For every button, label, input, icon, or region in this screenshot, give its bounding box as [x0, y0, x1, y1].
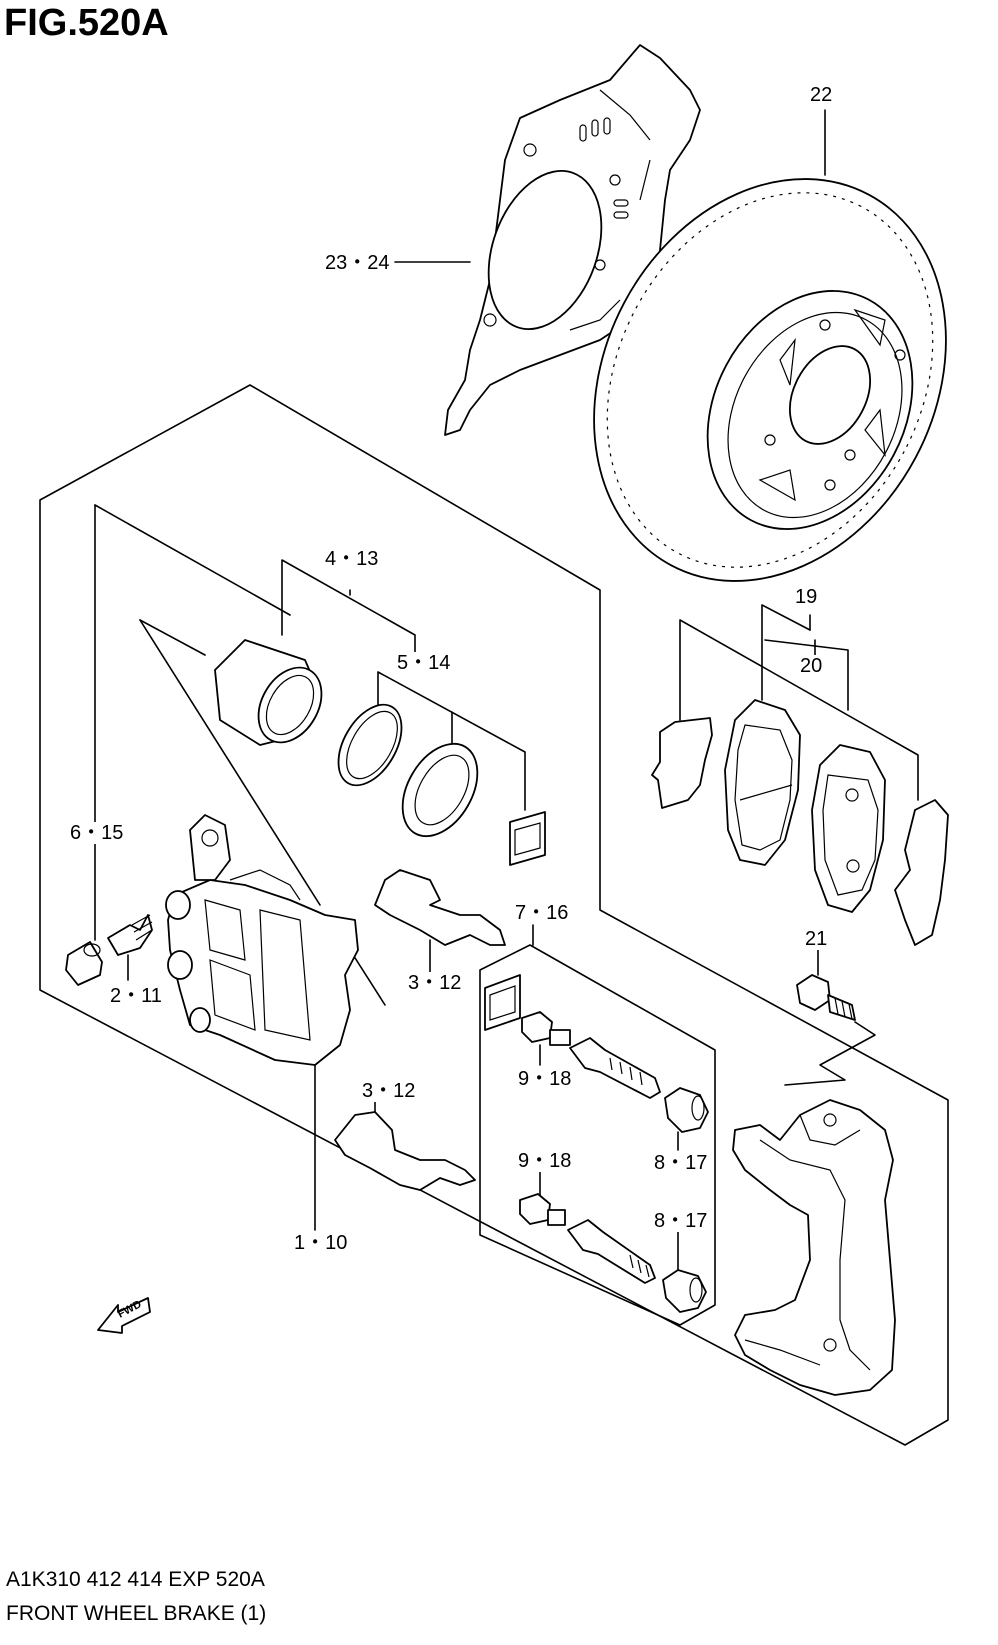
caliper-piston — [214, 639, 323, 746]
brake-pad-inner — [811, 744, 886, 913]
callout-23-24: 23・24 — [325, 252, 390, 274]
callout-6-15: 6・15 — [70, 822, 124, 844]
caliper-pin-bolt-lower — [519, 1193, 566, 1226]
callout-7-16: 7・16 — [515, 902, 569, 924]
guide-pin-kit-box — [479, 944, 716, 1326]
bracket-4-13 — [281, 559, 416, 661]
pin-boot-lower — [662, 1269, 707, 1313]
assembly-group-outline — [39, 384, 949, 1446]
callout-20: 20 — [800, 655, 823, 677]
brake-pad-shim-inner — [894, 799, 949, 946]
callout-2-11: 2・11 — [110, 985, 162, 1007]
brake-pad-shim-outer — [651, 717, 713, 809]
callout-4-13: 4・13 — [325, 548, 379, 570]
footer-model-line: A1K310 412 414 EXP 520A — [6, 1568, 265, 1591]
disc-dust-cover — [444, 44, 701, 436]
callout-3-12-lower: 3・12 — [362, 1080, 416, 1102]
callout-22: 22 — [810, 84, 833, 106]
seal-kit-card — [509, 811, 546, 866]
brake-disc — [593, 178, 947, 582]
caliper-guide-pin — [569, 1037, 661, 1099]
piston-ref-line-b — [139, 619, 321, 906]
caliper-carrier — [732, 1099, 896, 1396]
brake-pad-outer — [724, 699, 801, 866]
pin-boot — [664, 1087, 709, 1133]
callout-9-18-upper: 9・18 — [518, 1068, 572, 1090]
pad-clip-upper — [374, 869, 506, 946]
bleeder-cap — [65, 941, 103, 986]
callout-5-14: 5・14 — [397, 652, 451, 674]
caliper-guide-pin-lower — [567, 1219, 656, 1284]
callout-8-17-lower: 8・17 — [654, 1210, 708, 1232]
callout-8-17-upper: 8・17 — [654, 1152, 708, 1174]
bracket-19 — [679, 604, 919, 801]
piston-ref-line-a — [139, 619, 206, 656]
piston-seal — [337, 703, 403, 787]
fwd-arrow-icon: FWD — [97, 1297, 151, 1334]
callout-21: 21 — [805, 928, 828, 950]
callout-1-10: 1・10 — [294, 1232, 348, 1254]
caliper-group-top-line — [94, 504, 291, 616]
pad-clip-lower — [334, 1111, 476, 1191]
callout-3-12-upper: 3・12 — [408, 972, 462, 994]
bolt-to-carrier-line — [784, 1021, 876, 1086]
callout-19: 19 — [795, 586, 818, 608]
footer-description: FRONT WHEEL BRAKE (1) — [6, 1602, 267, 1625]
figure-title: FIG.520A — [4, 2, 169, 44]
piston-boot — [401, 742, 479, 838]
callout-9-18-lower: 9・18 — [518, 1150, 572, 1172]
carrier-bolt — [796, 974, 856, 1021]
guide-pin-kit-card — [484, 974, 521, 1031]
caliper-pin-bolt — [521, 1011, 571, 1046]
piston-ref-line-c — [349, 949, 386, 1006]
caliper-body — [165, 814, 359, 1066]
bleeder-plug — [107, 914, 153, 956]
